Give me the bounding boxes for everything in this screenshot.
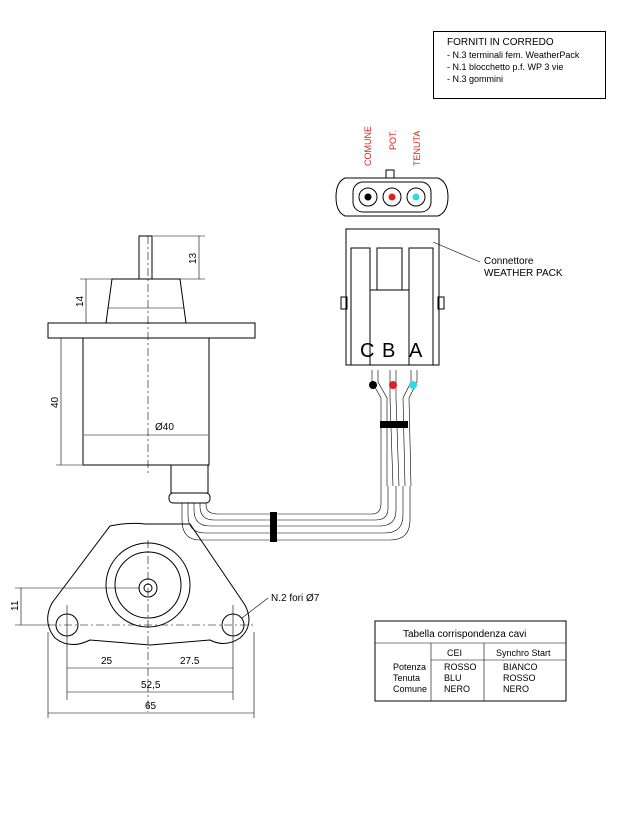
dimension-65 [47,632,255,718]
holes-label: N.2 fori Ø7 [271,593,320,604]
pin-pot-dot [388,193,396,201]
table-row-synchro: BIANCO [503,662,538,672]
dim-525-text: 52,5 [141,680,161,691]
pin-comune-dot [364,193,372,201]
pin-label-pot: POT. [388,130,398,150]
table-row-cei: BLU [444,673,462,683]
sensor-top-view [47,522,254,712]
table-row-name: Potenza [393,662,426,672]
connector-label-2: WEATHER PACK [484,268,563,279]
notes-item: - N.3 gommini [447,74,504,84]
dim-25-text: 25 [101,656,113,667]
connector-side-view [340,228,481,487]
dimension-14 [80,278,112,324]
letter-a: A [409,340,423,362]
pin-label-tenuta: TENUTA [412,131,422,166]
dim-13-text: 13 [188,252,199,264]
connector-label-1: Connettore [484,256,534,267]
letter-b: B [382,340,395,362]
dim-65-text: 65 [145,701,157,712]
notes-title: FORNITI IN CORREDO [447,37,554,48]
dim-11-text: 11 [10,600,21,611]
table-col-synchro: Synchro Start [496,648,551,658]
cable-bundle [181,486,411,542]
table-row-cei: NERO [444,684,470,694]
table-title: Tabella corrispondenza cavi [403,629,526,640]
table-row-synchro: ROSSO [503,673,536,683]
dim-40-text: 40 [50,396,61,408]
letter-c: C [360,340,374,362]
notes-item: - N.3 terminali fem. WeatherPack [447,50,580,60]
dim-275-text: 27.5 [180,656,200,667]
dimension-11 [15,587,140,626]
wire-table [374,620,567,702]
dimension-13 [153,235,205,280]
notes-box: FORNITI IN CORREDO - N.3 terminali fem. … [433,31,606,99]
pin-tenuta-dot [412,193,420,201]
table-col-cei: CEI [447,648,462,658]
dimension-40 [56,337,82,466]
dim-dia40-text: Ø40 [155,422,174,433]
sensor-side-view [47,235,256,504]
dim-14-text: 14 [75,295,86,307]
table-row-name: Comune [393,684,427,694]
notes-item: - N.1 blocchetto p.f. WP 3 vie [447,62,564,72]
table-row-cei: ROSSO [444,662,477,672]
table-row-synchro: NERO [503,684,529,694]
connector-top-view [335,169,449,217]
table-row-name: Tenuta [393,673,420,683]
holes-leader [241,597,269,619]
pin-label-comune: COMUNE [363,126,373,166]
